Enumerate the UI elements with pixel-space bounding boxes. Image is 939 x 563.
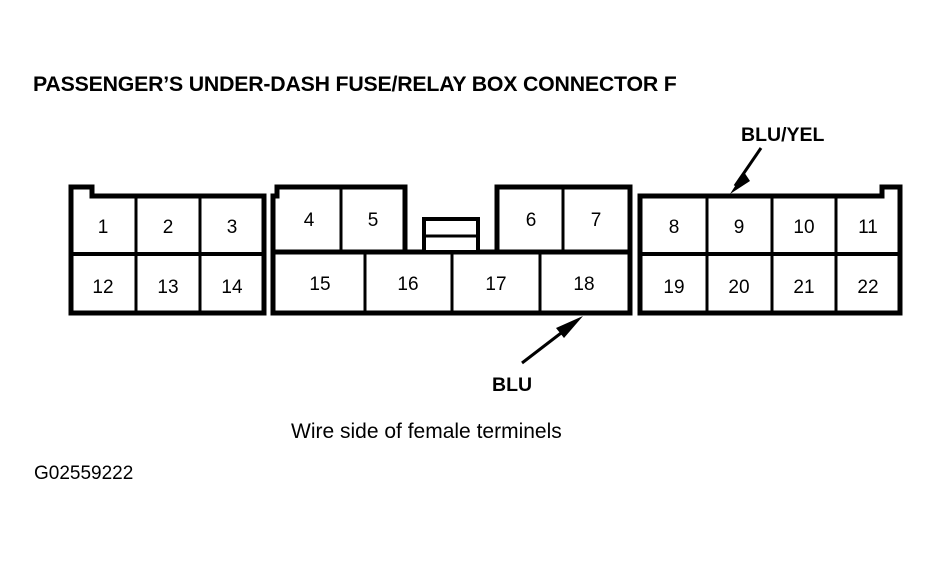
pin-cell-6: 6 [526, 210, 537, 231]
pin-cell-8: 8 [669, 217, 680, 238]
pin-cell-17: 17 [485, 274, 506, 295]
left-section-outline [68, 184, 267, 316]
figure-caption: Wire side of female terminels [291, 420, 562, 443]
pin-cell-22: 22 [857, 277, 878, 298]
pin-cell-15: 15 [309, 274, 330, 295]
pin-cell-18: 18 [573, 274, 594, 295]
leader-arrow-blu-head [556, 316, 583, 338]
pin-cell-5: 5 [368, 210, 379, 231]
leader-arrow-blu-yel-head [730, 172, 750, 194]
connector-section-middle: 4 5 6 7 15 16 17 18 [270, 184, 633, 316]
leader-arrow-blu [521, 316, 583, 365]
pin-cell-7: 7 [591, 210, 602, 231]
pin-cell-1: 1 [98, 217, 109, 238]
leader-arrow-blu-yel [730, 147, 763, 194]
pin-cell-13: 13 [157, 277, 178, 298]
pin-cell-21: 21 [793, 277, 814, 298]
connector-section-right: 8 9 10 11 19 20 21 22 [637, 184, 903, 316]
pin-cell-12: 12 [92, 277, 113, 298]
wire-label-blu-yel: BLU/YEL [741, 124, 825, 146]
connector-section-left: 1 2 3 12 13 14 [68, 184, 267, 316]
page-title: PASSENGER’S UNDER-DASH FUSE/RELAY BOX CO… [33, 72, 677, 96]
locking-tab [422, 217, 480, 254]
pin-cell-9: 9 [734, 217, 745, 238]
pin-cell-16: 16 [397, 274, 418, 295]
pin-cell-20: 20 [728, 277, 749, 298]
pin-cell-10: 10 [793, 217, 814, 238]
pin-cell-2: 2 [163, 217, 174, 238]
pin-cell-14: 14 [221, 277, 243, 298]
pin-cell-3: 3 [227, 217, 238, 238]
leader-arrow-blu-shaft [521, 328, 566, 365]
pin-cell-11: 11 [858, 217, 878, 238]
wire-label-blu: BLU [492, 374, 533, 396]
pin-cell-4: 4 [304, 210, 315, 231]
figure-id-code: G02559222 [34, 463, 134, 484]
pin-cell-19: 19 [663, 277, 684, 298]
